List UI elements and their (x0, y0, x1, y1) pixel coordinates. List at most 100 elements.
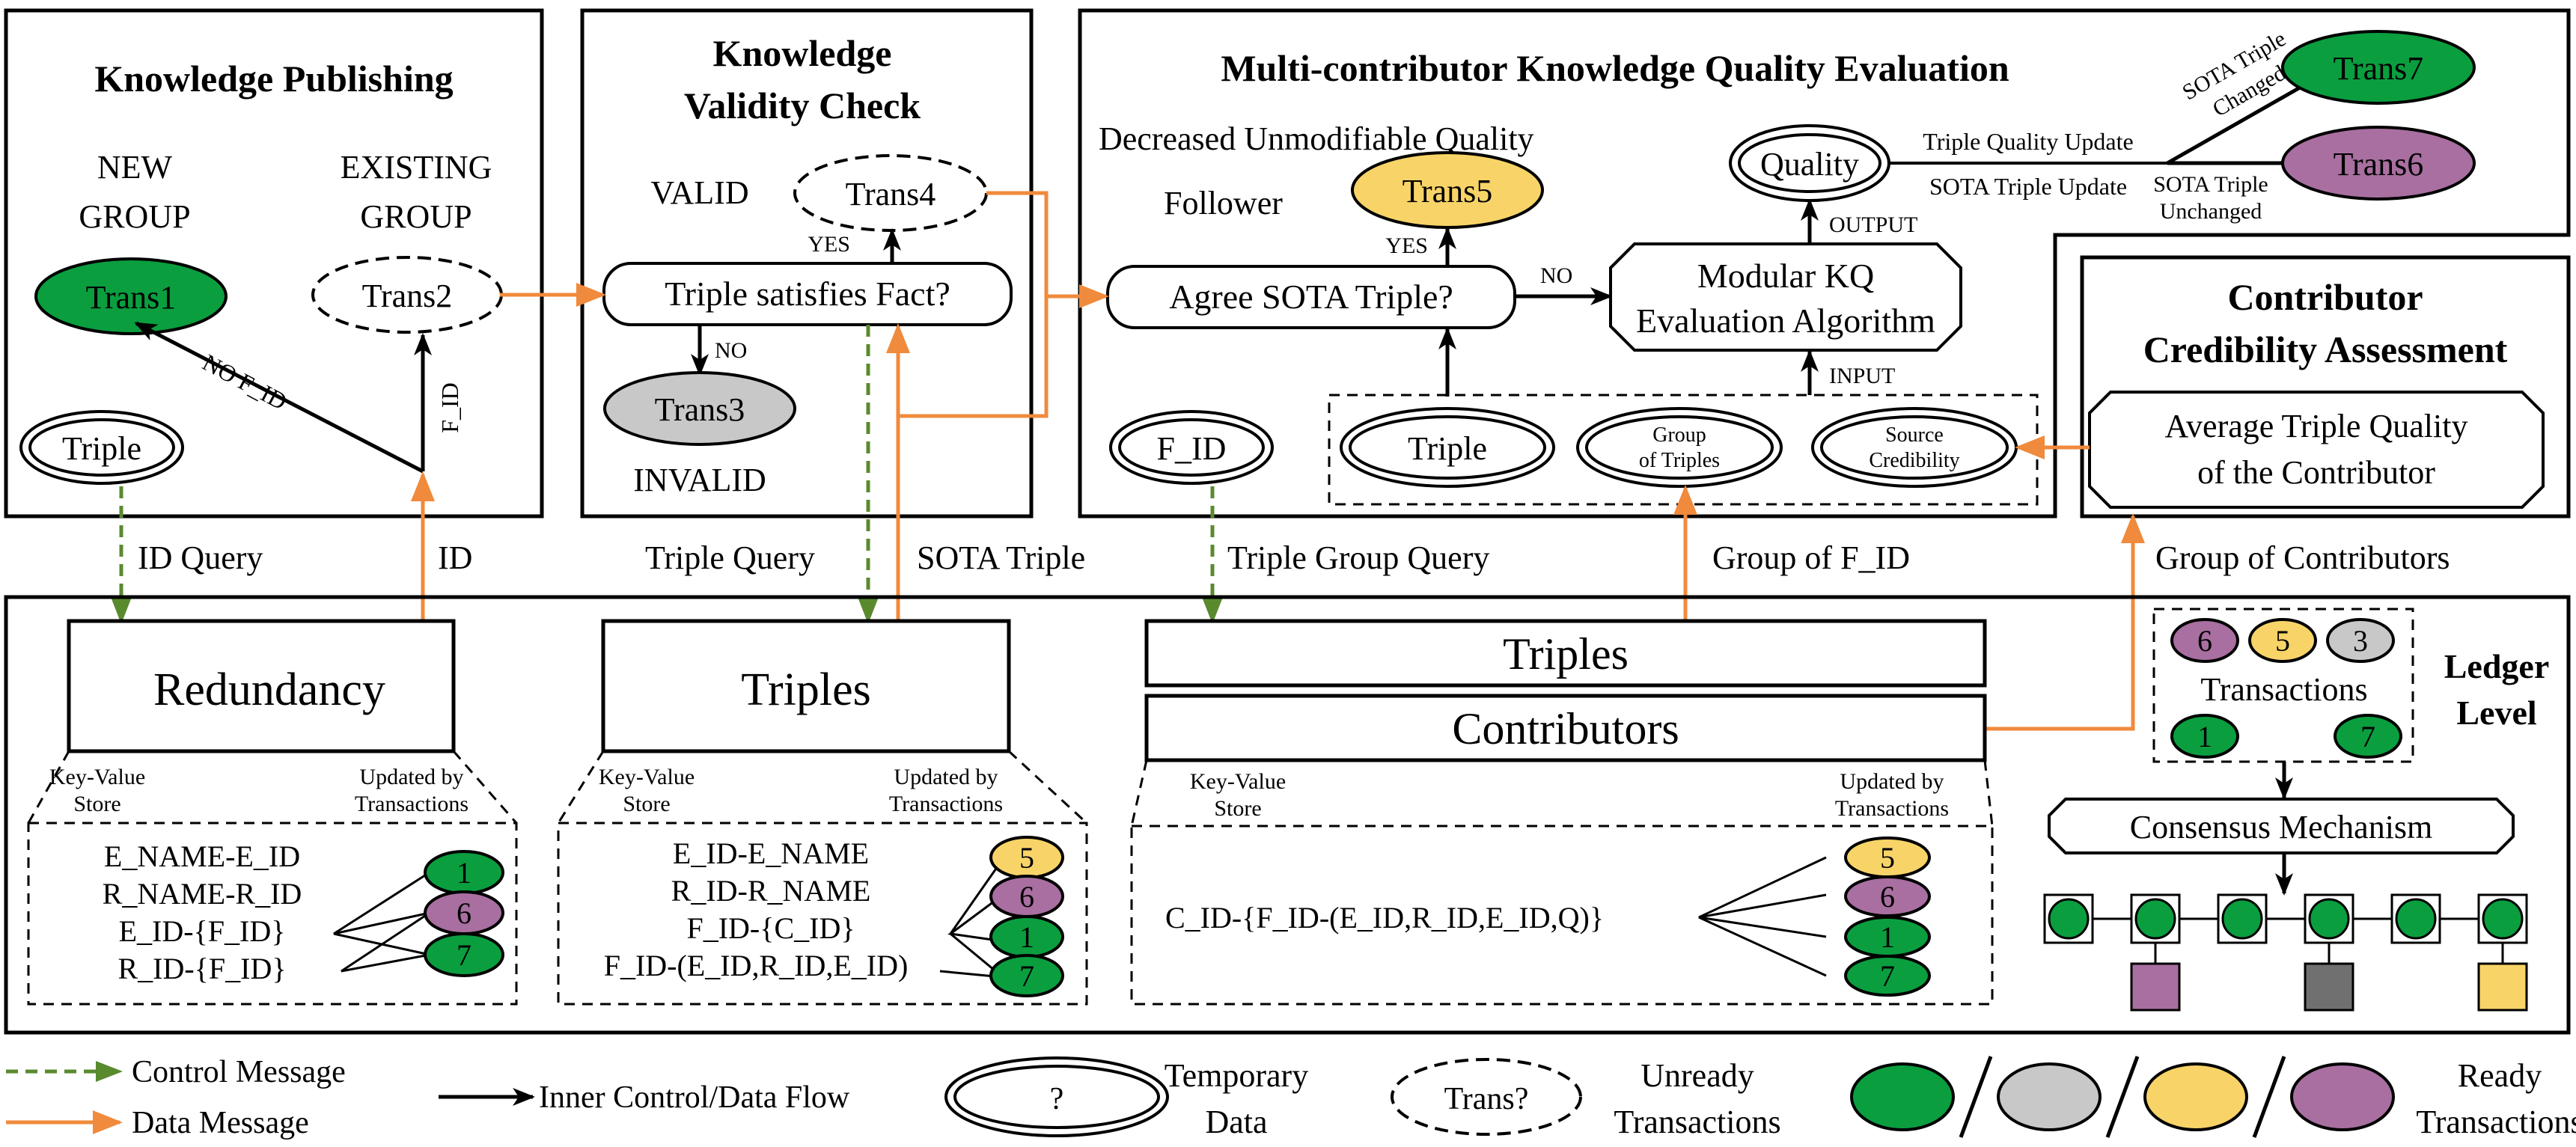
contributors-tx-7: 7 (1844, 955, 1931, 997)
trans7-node: Trans7 (2281, 30, 2476, 105)
svg-text:Updated by: Updated by (1840, 769, 1944, 794)
redundancy-tx-1: 1 (424, 850, 504, 895)
svg-text:Consensus Mechanism: Consensus Mechanism (2130, 809, 2433, 845)
triples-tx-6: 6 (989, 875, 1064, 918)
svg-text:F_ID: F_ID (1157, 430, 1227, 467)
validity-title-1: Knowledge (713, 32, 892, 74)
block-4 (2304, 893, 2354, 944)
redundancy-tx-6: 6 (424, 890, 504, 935)
agree-sota-node: Agree SOTA Triple? (1106, 265, 1516, 329)
group-contributors-flow (1985, 513, 2145, 731)
credibility-panel: Contributor Credibility Assessment Avera… (2080, 255, 2571, 519)
new-group-label-1: NEW (97, 149, 173, 186)
svg-text:E_NAME-E_ID: E_NAME-E_ID (104, 839, 300, 873)
svg-text:of Triples: of Triples (1639, 449, 1720, 472)
svg-text:1: 1 (457, 856, 471, 890)
publishing-title: Knowledge Publishing (94, 58, 453, 100)
trans4-node: Trans4 (793, 154, 988, 232)
fid-temp-node: F_ID (1109, 410, 1274, 485)
svg-text:Trans3: Trans3 (655, 391, 745, 428)
id-query-label: ID Query (138, 539, 263, 576)
svg-text:5: 5 (2275, 624, 2290, 658)
legend-unready-symbol: Trans? (1391, 1058, 1582, 1136)
quality-yes-label: YES (1385, 233, 1428, 258)
block-1 (2043, 893, 2094, 944)
follower-label: Follower (1164, 185, 1283, 221)
block-2 (2130, 893, 2181, 944)
validity-title-2: Validity Check (684, 85, 921, 126)
redundancy-tx-7: 7 (424, 932, 504, 977)
no-fid-label: NO F_ID (198, 349, 291, 415)
credibility-title-2: Credibility Assessment (2143, 328, 2508, 370)
triple-satisfies-fact-node: Triple satisfies Fact? (602, 262, 1013, 326)
svg-text:Trans7: Trans7 (2334, 50, 2424, 87)
sota-unchanged-label-2: Unchanged (2160, 199, 2262, 224)
svg-text:Triples: Triples (741, 664, 870, 715)
redundancy-store: Redundancy Key-Value Store Updated by Tr… (27, 619, 518, 1006)
sota-loop-line (896, 296, 1049, 621)
svg-text:Trans1: Trans1 (86, 279, 177, 316)
svg-text:Key-Value: Key-Value (599, 765, 695, 789)
source-credibility-node: Source Credibility (1811, 407, 2018, 488)
legend: Control Message Data Message Inner Contr… (6, 1055, 2576, 1140)
svg-text:Trans6: Trans6 (2334, 146, 2424, 183)
legend-temp-symbol: ? (944, 1056, 1169, 1137)
trans1-node: Trans1 (34, 257, 228, 335)
svg-text:5: 5 (1019, 841, 1034, 875)
triple-temp-node: Triple (19, 410, 184, 485)
svg-text:Transactions: Transactions (355, 792, 468, 816)
svg-text:Triple: Triple (1408, 430, 1487, 467)
modular-kq-node: Modular KQ Evaluation Algorithm (1609, 242, 1962, 352)
svg-text:Transactions: Transactions (889, 792, 1003, 816)
svg-text:1: 1 (2197, 720, 2212, 753)
svg-text:Transactions: Transactions (1835, 796, 1949, 821)
svg-text:Evaluation Algorithm: Evaluation Algorithm (1636, 302, 1935, 340)
consensus-mechanism-node: Consensus Mechanism (2048, 798, 2515, 854)
svg-text:E_ID-{F_ID}: E_ID-{F_ID} (119, 914, 286, 948)
svg-text:Trans4: Trans4 (846, 176, 936, 212)
contributors-tx-5: 5 (1844, 836, 1931, 878)
svg-text:3: 3 (2353, 624, 2368, 658)
valid-label: VALID (650, 174, 748, 211)
trans6-node: Trans6 (2281, 126, 2476, 201)
id-label: ID (438, 539, 472, 576)
ledger-label-2: Level (2456, 694, 2536, 732)
triples-tx-5: 5 (989, 836, 1064, 879)
pool-tx-6: 6 (2170, 618, 2239, 663)
legend-ready-label-2: Transactions (2416, 1104, 2576, 1140)
svg-text:Triple satisfies Fact?: Triple satisfies Fact? (665, 275, 950, 313)
group-of-contributors-label: Group of Contributors (2155, 539, 2450, 576)
group-of-triples-node: Group of Triples (1576, 407, 1783, 488)
gray-block-data (2304, 962, 2354, 1012)
contributors-tx-6: 6 (1844, 875, 1931, 917)
sota-triple-update-label: SOTA Triple Update (1929, 173, 2127, 200)
cross-panel-flows: ID Query ID Triple Query SOTA Triple Tri… (111, 191, 2450, 731)
legend-inner-label: Inner Control/Data Flow (539, 1080, 850, 1115)
svg-text:R_ID-{F_ID}: R_ID-{F_ID} (117, 952, 286, 985)
contributors-tx-1: 1 (1844, 916, 1931, 958)
block-6 (2477, 893, 2528, 944)
validity-no-label: NO (715, 338, 747, 363)
svg-text:Trans5: Trans5 (1403, 173, 1493, 209)
sota-unchanged-label-1: SOTA Triple (2153, 172, 2268, 197)
svg-text:Store: Store (623, 792, 670, 816)
validity-yes-label: YES (808, 232, 850, 257)
svg-text:Modular KQ: Modular KQ (1697, 257, 1874, 295)
legend-data-label: Data Message (132, 1106, 309, 1140)
svg-text:Store: Store (1214, 796, 1261, 821)
output-label: OUTPUT (1829, 212, 1917, 237)
trans2-node: Trans2 (311, 256, 503, 334)
validity-check-panel: Knowledge Validity Check VALID Trans4 YE… (580, 8, 1034, 519)
svg-text:R_NAME-R_ID: R_NAME-R_ID (103, 877, 302, 911)
trans5-node: Trans5 (1351, 151, 1544, 229)
svg-text:Average Triple Quality: Average Triple Quality (2165, 408, 2468, 444)
svg-text:7: 7 (2360, 720, 2375, 753)
purple-block-data (2130, 962, 2181, 1012)
legend-ready-label-1: Ready (2458, 1057, 2542, 1094)
svg-text:?: ? (1050, 1082, 1064, 1116)
pool-tx-1: 1 (2170, 714, 2239, 759)
svg-text:Store: Store (73, 792, 120, 816)
svg-text:5: 5 (1880, 841, 1895, 875)
new-group-label-2: GROUP (79, 198, 190, 235)
